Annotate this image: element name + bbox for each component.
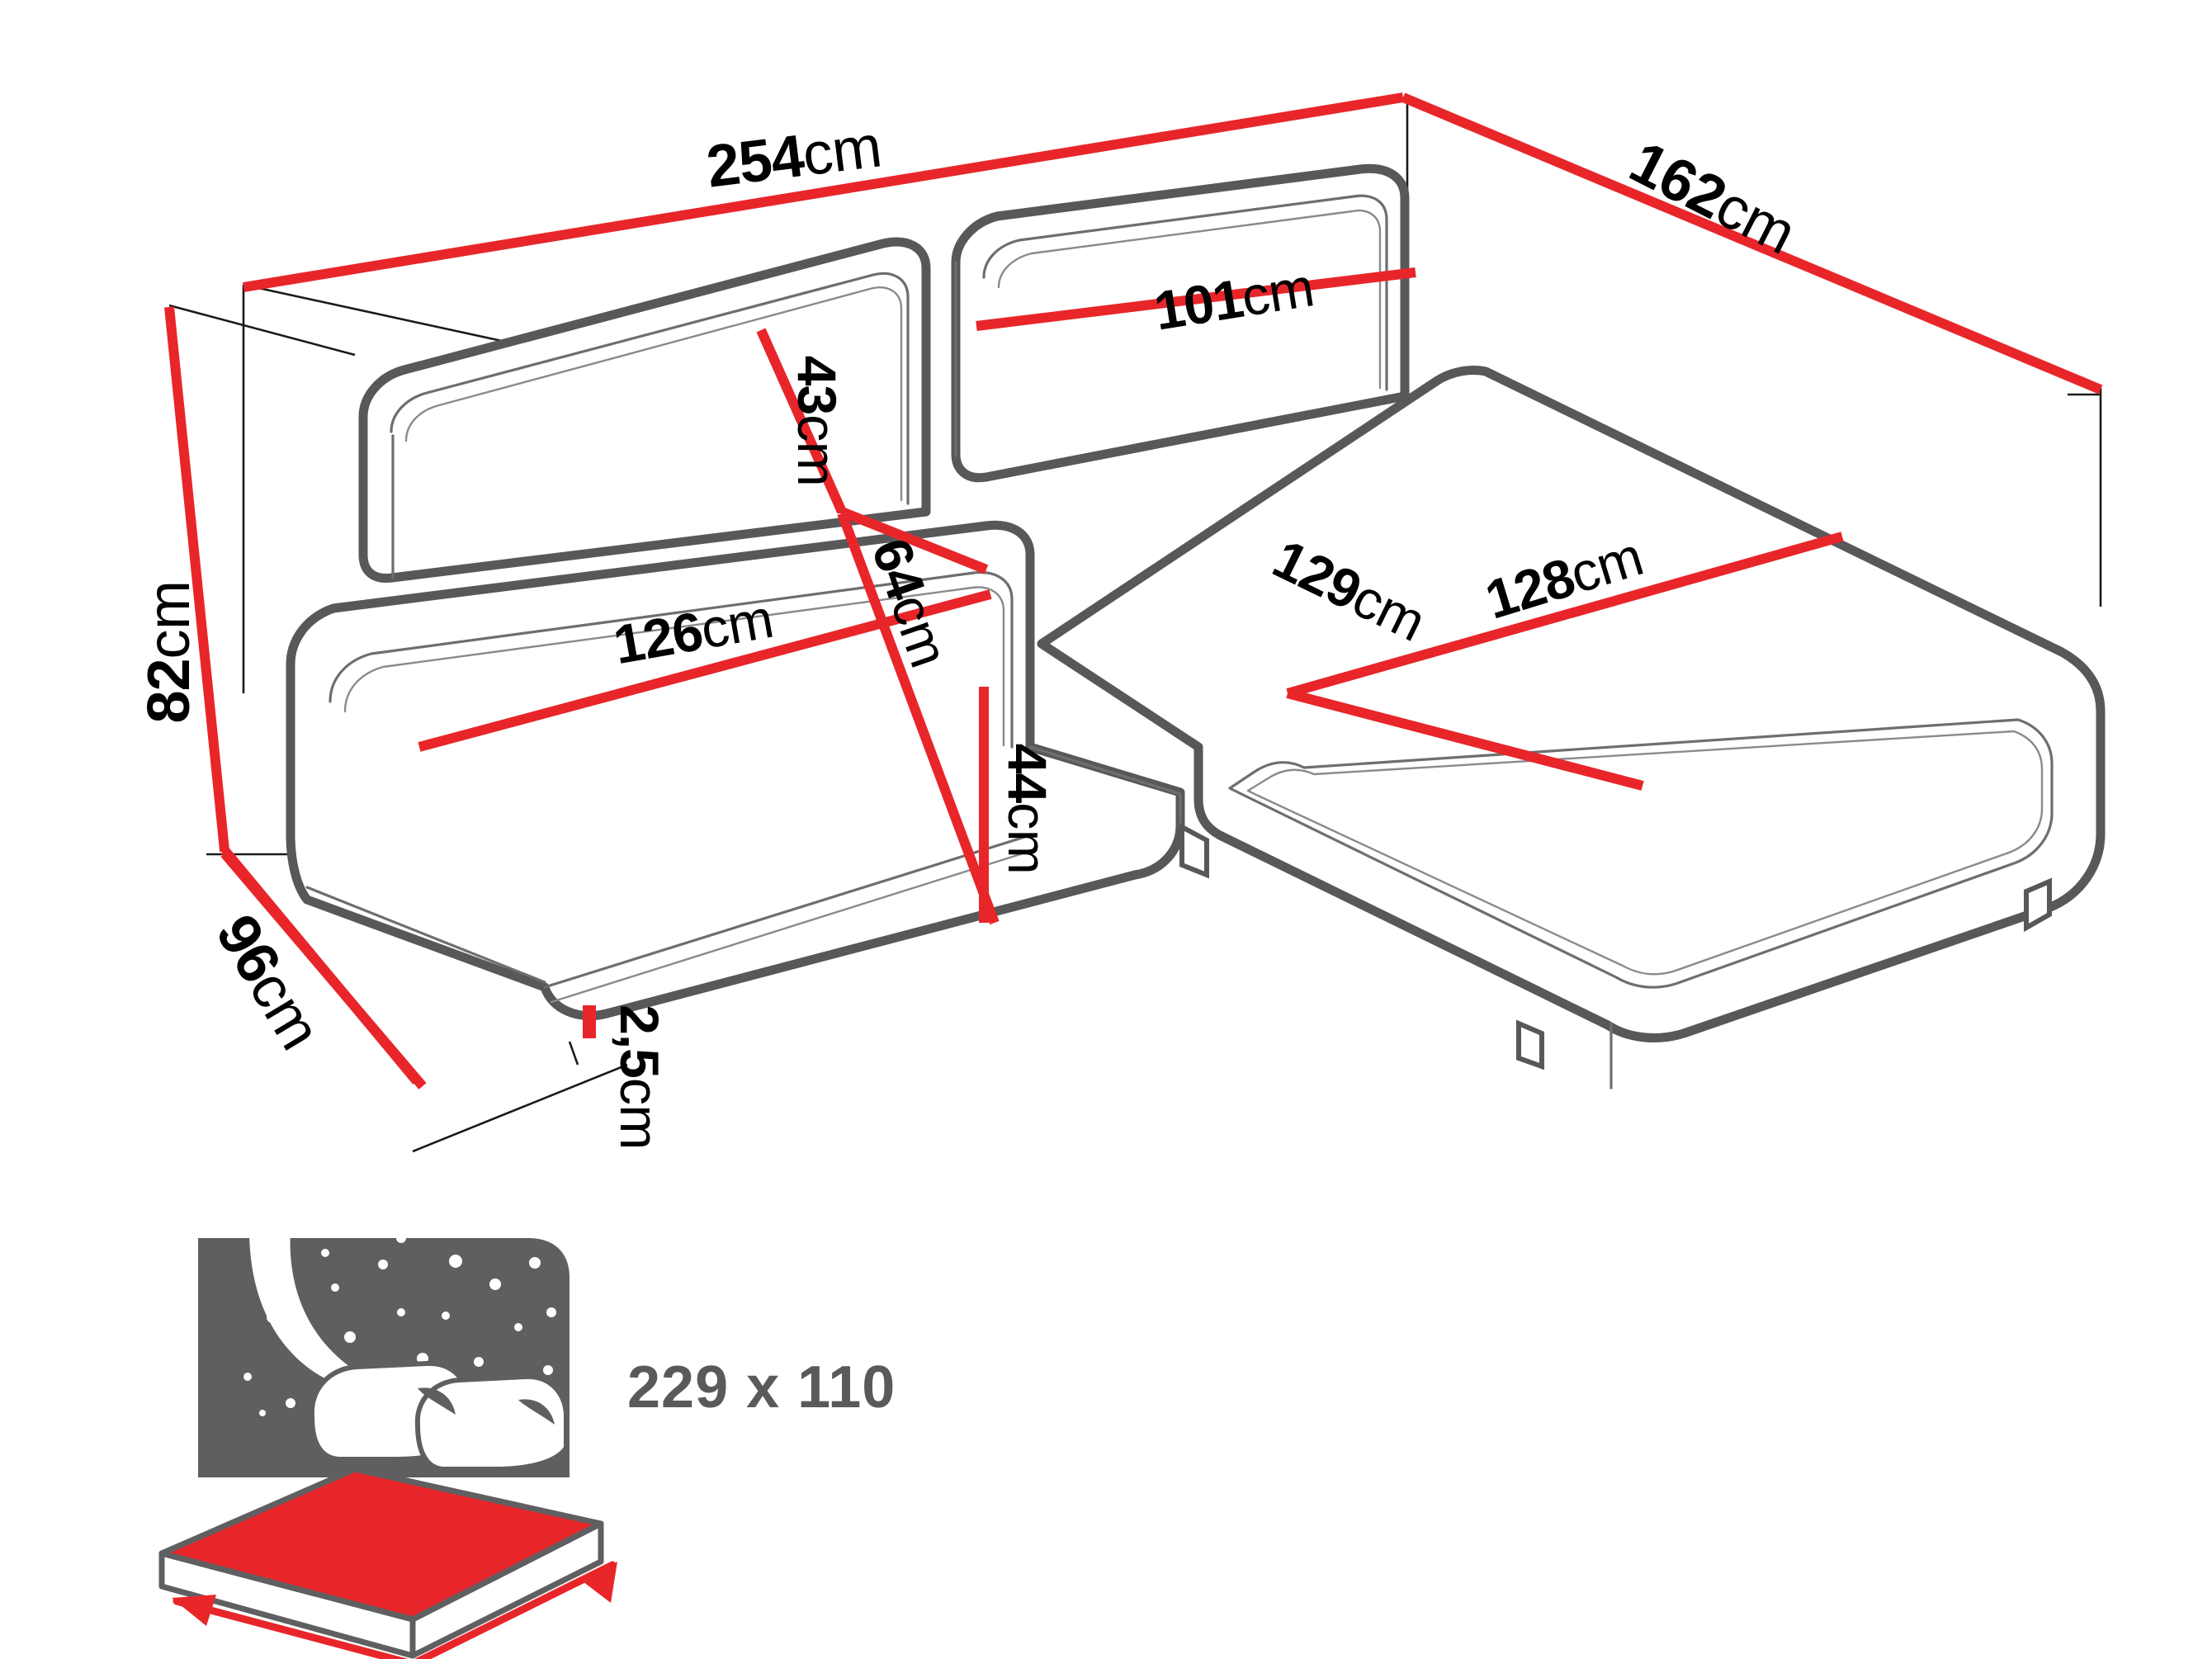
dimension-label-2-5cm: 2,5cm: [609, 1004, 670, 1150]
sofa-left-backrest: [358, 237, 931, 583]
extension-lines: [168, 99, 2102, 1153]
sleeping-bed-icon: [158, 1230, 617, 1659]
sofa-chaise-module: [1037, 366, 2106, 1089]
dimension-label-43cm: 43cm: [787, 355, 848, 487]
dimension-lines: [164, 92, 2103, 1089]
sofa-right-backrest: [951, 163, 1410, 483]
sleeping-area-label: 229 x 110: [627, 1354, 896, 1420]
dimension-label-82cm: 82cm: [136, 580, 202, 724]
sofa-left-seat-module: [286, 520, 1185, 1021]
dimension-label-44cm: 44cm: [997, 743, 1058, 875]
